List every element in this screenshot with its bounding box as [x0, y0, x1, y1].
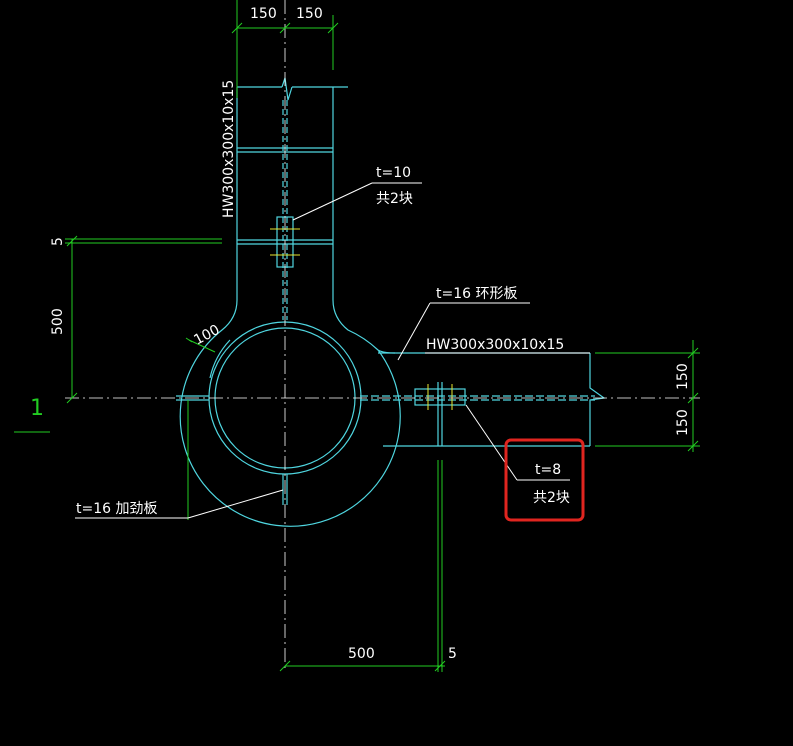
dim-right-150-lower: 150	[675, 409, 691, 436]
beam-plate-thickness-label: t=8	[535, 462, 561, 478]
stiffener-label: t=16 加劲板	[76, 501, 157, 517]
beam-member	[176, 352, 606, 505]
beam-plate-count-label: 共2块	[533, 490, 570, 506]
dim-right-150-upper: 150	[675, 363, 691, 390]
section-mark: 1	[30, 396, 44, 421]
beam-section-label: HW300x300x10x15	[426, 337, 564, 353]
ring-plate-label: t=16 环形板	[436, 286, 517, 302]
column-member	[236, 77, 348, 320]
dim-bottom-500: 500	[348, 646, 375, 662]
web-plate-count-label: 共2块	[376, 191, 413, 207]
web-plate-thickness-label: t=10	[376, 165, 411, 181]
dim-top-right: 150	[296, 6, 323, 22]
dimension-lines	[14, 0, 700, 672]
dim-bottom-small: 5	[448, 646, 457, 662]
centerlines	[65, 0, 700, 672]
dim-left-small: 5	[50, 237, 66, 246]
leader-lines	[75, 182, 590, 519]
dim-top-left: 150	[250, 6, 277, 22]
highlight-box	[504, 438, 585, 522]
dim-left-500: 500	[50, 308, 66, 335]
column-section-label: HW300x300x10x15	[221, 80, 237, 218]
bolt-group	[270, 228, 453, 410]
